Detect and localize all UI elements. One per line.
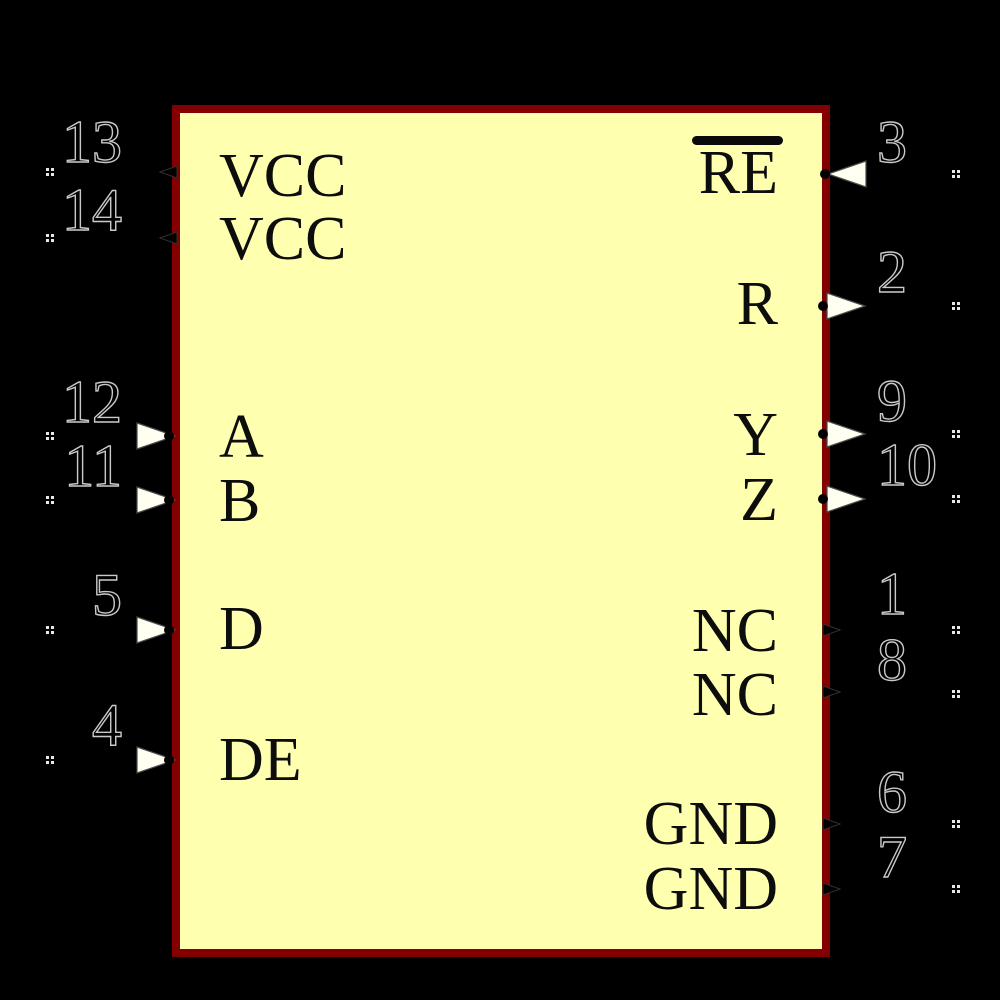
pin-6-stub[interactable]: [822, 817, 842, 831]
pin-5-tip-dot: [164, 625, 174, 635]
pin-6-dots-icon: [952, 820, 955, 823]
pin-5-label: D: [219, 595, 264, 663]
pin-14-number: 14: [61, 176, 122, 243]
svg-text:3: 3: [877, 109, 907, 175]
svg-text:12: 12: [62, 369, 122, 435]
pin-9-number: 9: [876, 367, 907, 434]
svg-text:5: 5: [92, 562, 122, 628]
pin-7-dots-icon: [952, 885, 955, 888]
pin-6-number: 6: [876, 758, 907, 825]
pin-11-number: 11: [64, 432, 123, 499]
pin-6-label: GND: [643, 790, 778, 858]
pin-13-stub[interactable]: [158, 165, 178, 179]
pin-14-dots-icon: [46, 234, 49, 237]
pin-7-label: GND: [643, 855, 778, 923]
pin-12-dots-icon: [46, 432, 49, 435]
pin-14-label: VCC: [219, 205, 347, 273]
pin-2-dots-icon: [952, 302, 955, 305]
pin-8-label: NC: [691, 661, 778, 729]
pin-12-number: 12: [61, 368, 122, 435]
pin-1-label: NC: [691, 597, 778, 665]
pin-5-number: 5: [91, 561, 122, 628]
svg-text:8: 8: [877, 627, 907, 693]
svg-text:4: 4: [92, 692, 122, 758]
ic-symbol-body[interactable]: [172, 105, 830, 957]
svg-text:11: 11: [64, 433, 122, 499]
pin-13-number: 13: [61, 108, 122, 175]
pin-2-output-arrow-icon[interactable]: [826, 292, 867, 320]
svg-text:9: 9: [877, 368, 907, 434]
pin-3-dots-icon: [952, 170, 955, 173]
pin-8-number: 8: [876, 626, 907, 693]
svg-text:1: 1: [877, 561, 907, 627]
pin-3-input-arrow-icon[interactable]: [826, 160, 867, 188]
pin-10-dots-icon: [952, 495, 955, 498]
pin-10-output-arrow-icon[interactable]: [826, 485, 867, 513]
pin-12-label: A: [219, 403, 264, 471]
pin-7-number: 7: [876, 823, 907, 890]
pin-13-dots-icon: [46, 168, 49, 171]
pin-12-input-arrow-icon[interactable]: [136, 422, 177, 450]
pin-10-label: Z: [740, 466, 778, 534]
pin-2-number: 2: [876, 238, 907, 305]
svg-text:2: 2: [877, 239, 907, 305]
pin-4-number: 4: [91, 691, 122, 758]
pin-9-output-arrow-icon[interactable]: [826, 420, 867, 448]
pin-11-input-arrow-icon[interactable]: [136, 486, 177, 514]
pin-7-stub[interactable]: [822, 882, 842, 896]
svg-text:13: 13: [62, 109, 122, 175]
pin-2-tip-dot: [818, 301, 828, 311]
pin-11-tip-dot: [164, 495, 174, 505]
pin-3-label: RE: [691, 136, 783, 204]
pin-8-stub[interactable]: [822, 685, 842, 699]
pin-4-tip-dot: [164, 755, 174, 765]
pin-1-dots-icon: [952, 626, 955, 629]
pin-1-stub[interactable]: [822, 623, 842, 637]
pin-1-number: 1: [876, 560, 907, 627]
pin-9-label: Y: [733, 401, 778, 469]
svg-text:10: 10: [877, 432, 937, 498]
svg-text:6: 6: [877, 759, 907, 825]
pin-5-input-arrow-icon[interactable]: [136, 616, 177, 644]
pin-3-number: 3: [876, 108, 907, 175]
svg-text:7: 7: [877, 824, 907, 890]
pin-11-dots-icon: [46, 496, 49, 499]
re-overline-bar: [691, 136, 783, 145]
pin-4-dots-icon: [46, 756, 49, 759]
pin-9-dots-icon: [952, 430, 955, 433]
pin-2-label: R: [736, 270, 778, 338]
pin-10-tip-dot: [818, 494, 828, 504]
pin-5-dots-icon: [46, 626, 49, 629]
pin-9-tip-dot: [818, 429, 828, 439]
svg-text:14: 14: [62, 177, 122, 243]
pin-3-tip-dot: [820, 169, 830, 179]
pin-4-label: DE: [219, 726, 302, 794]
pin-12-tip-dot: [164, 431, 174, 441]
pin-4-input-arrow-icon[interactable]: [136, 746, 177, 774]
pin-11-label: B: [219, 467, 261, 535]
pin-14-stub[interactable]: [158, 231, 178, 245]
pin-13-label: VCC: [219, 142, 347, 210]
pin-10-number: 10: [876, 431, 937, 498]
pin-8-dots-icon: [952, 690, 955, 693]
